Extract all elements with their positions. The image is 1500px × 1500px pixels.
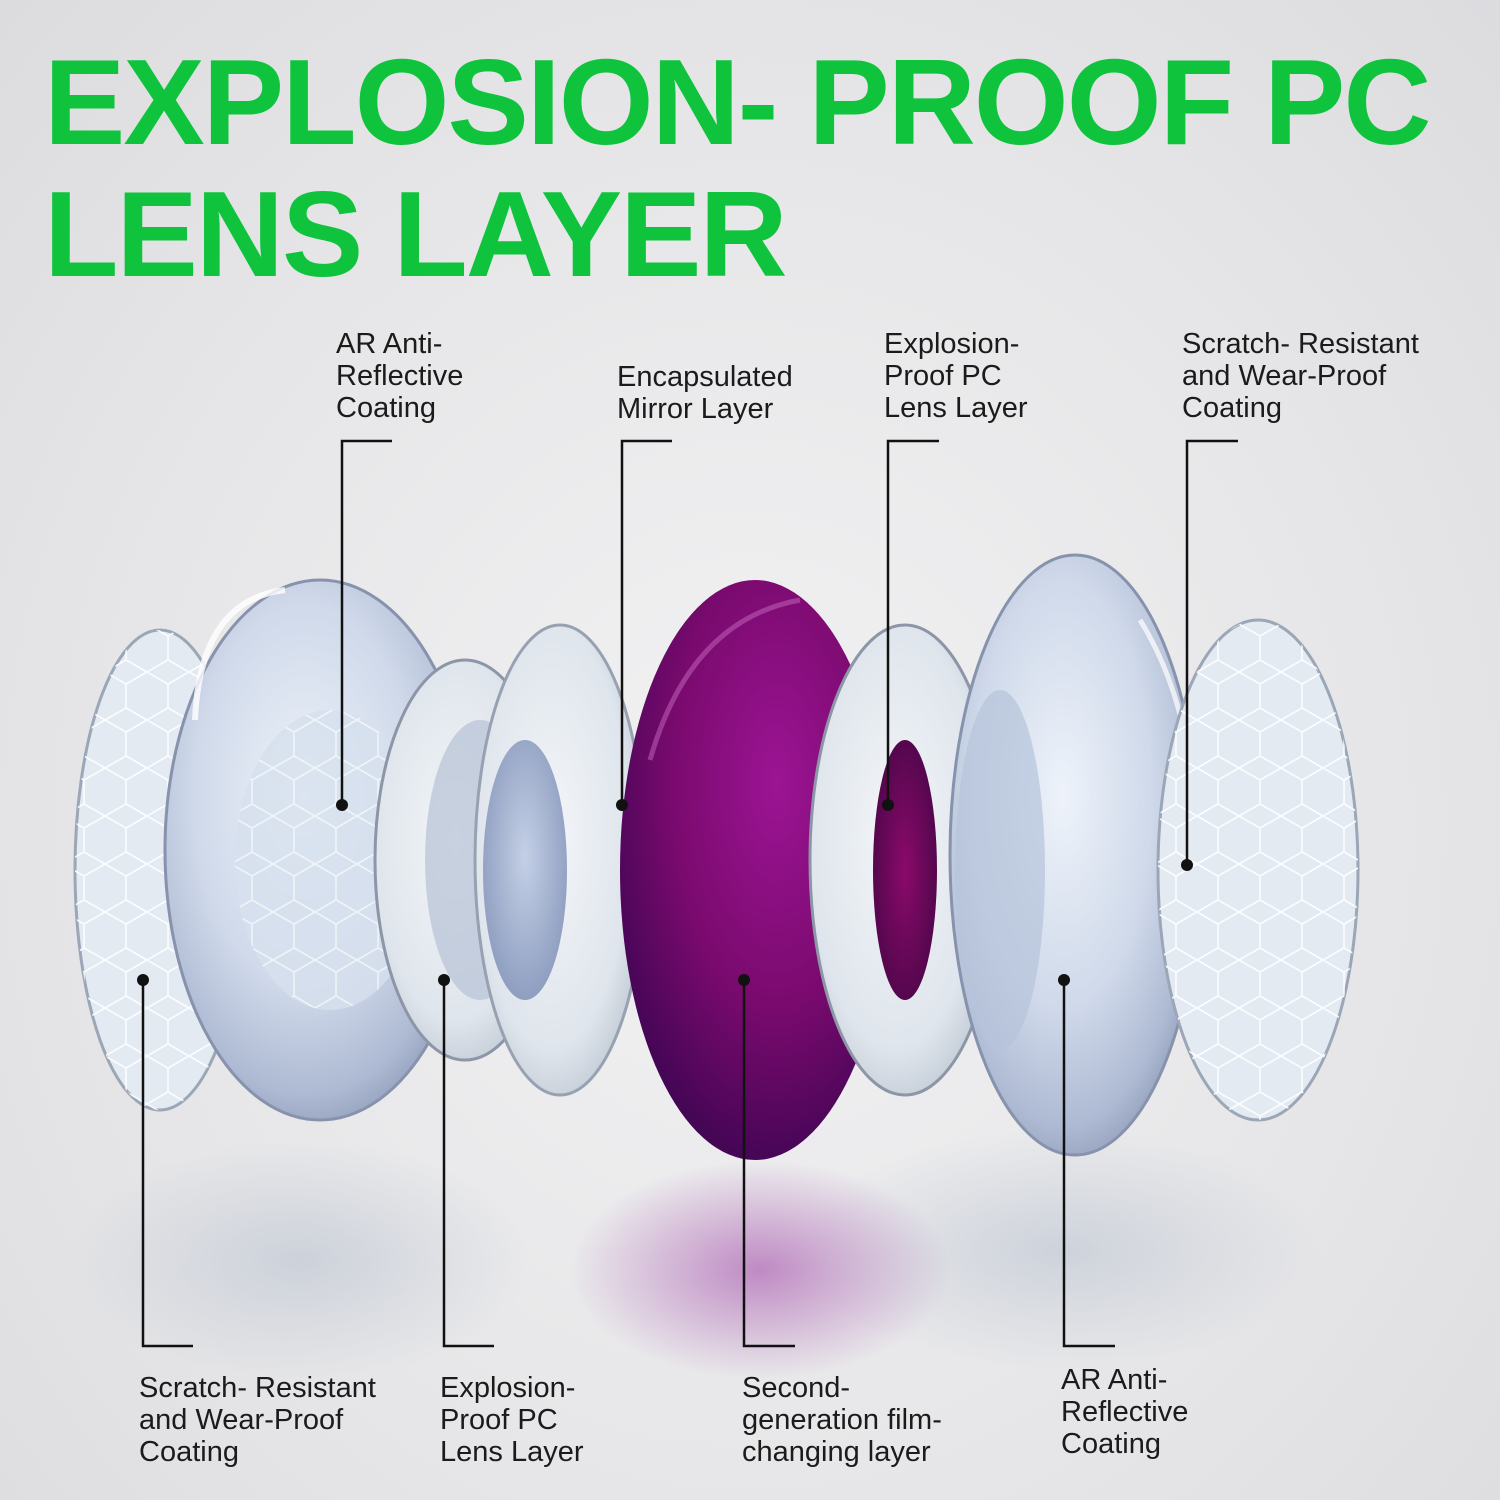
layer-pc-lens-right bbox=[808, 623, 1002, 1097]
label-scratch-coating-top: Scratch- Resistant and Wear-Proof Coatin… bbox=[1182, 328, 1419, 424]
leader-dots bbox=[137, 799, 1193, 986]
label-pc-lens-top: Explosion- Proof PC Lens Layer bbox=[884, 328, 1028, 424]
label-scratch-coating-bottom: Scratch- Resistant and Wear-Proof Coatin… bbox=[139, 1372, 376, 1468]
label-ar-coating-bottom: AR Anti- Reflective Coating bbox=[1061, 1364, 1189, 1460]
layer-ar-coating-right bbox=[948, 553, 1202, 1157]
page-title: EXPLOSION- PROOF PC LENS LAYER bbox=[44, 34, 1431, 302]
label-ar-coating-top: AR Anti- Reflective Coating bbox=[336, 328, 464, 424]
layer-scratch-resistant-right bbox=[1156, 618, 1360, 1122]
label-film-changing-layer: Second- generation film- changing layer bbox=[742, 1372, 942, 1468]
leader-lines bbox=[141, 439, 1238, 1348]
layer-mirror bbox=[473, 623, 647, 1097]
label-pc-lens-bottom: Explosion- Proof PC Lens Layer bbox=[440, 1372, 584, 1468]
layer-film-changing bbox=[620, 580, 890, 1160]
label-mirror-layer: Encapsulated Mirror Layer bbox=[617, 361, 793, 425]
